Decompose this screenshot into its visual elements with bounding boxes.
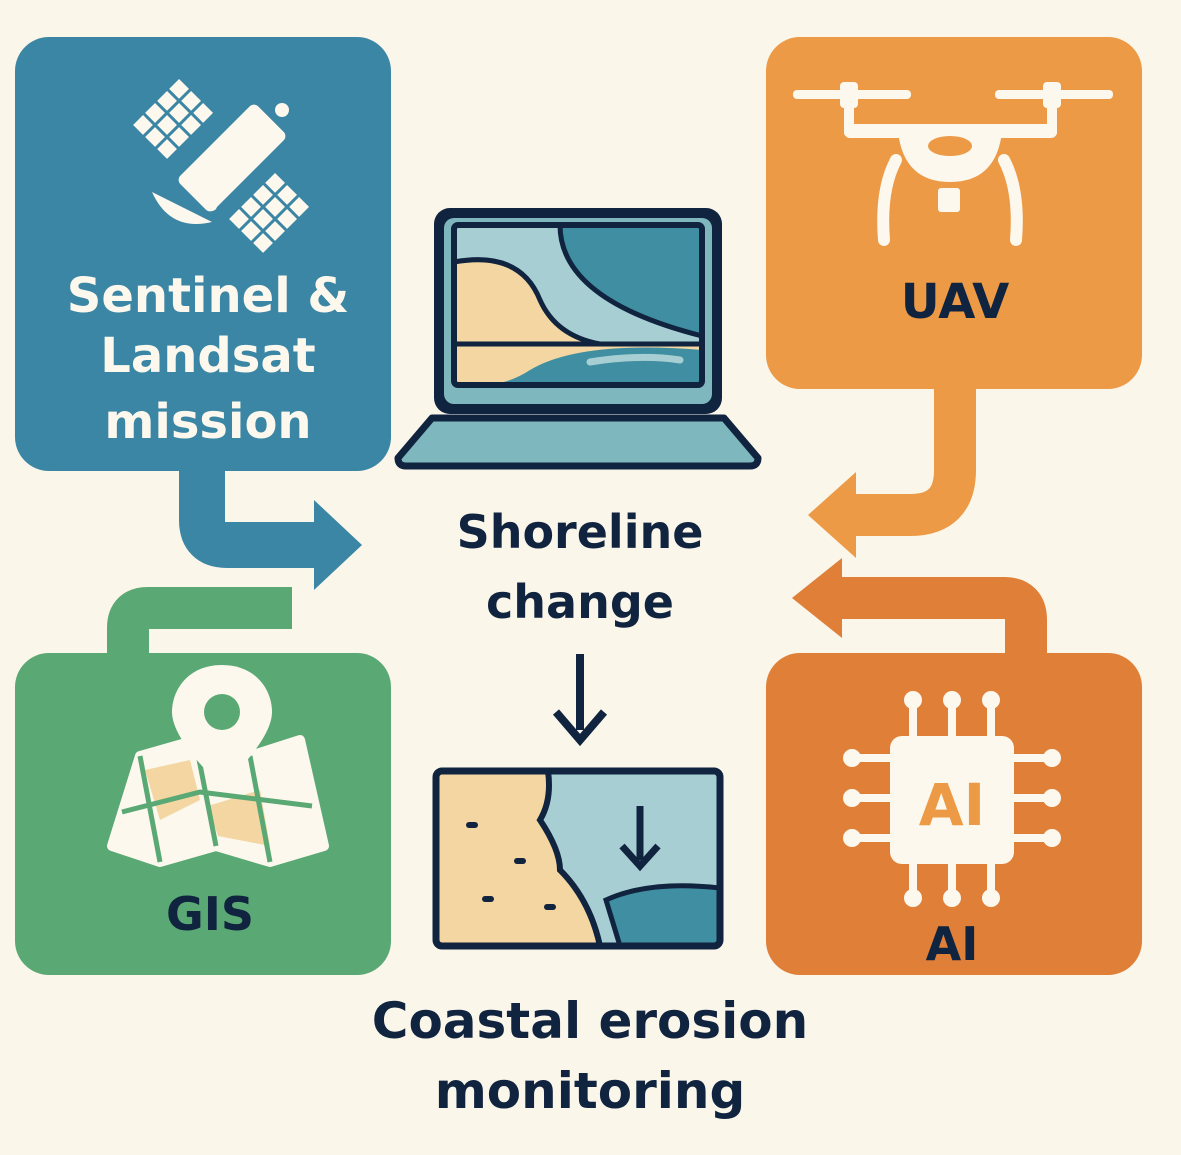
satellite-box xyxy=(15,37,391,471)
laptop-shoreline-icon xyxy=(394,208,762,470)
ai-chip-icon xyxy=(843,691,1061,907)
uav-label: UAV xyxy=(901,274,1010,330)
node-satellite: Sentinel & Landsat mission xyxy=(15,37,391,471)
ai-chip-text: AI xyxy=(919,771,985,839)
node-erosion: Coastal erosion monitoring xyxy=(372,767,809,1120)
shoreline-label-line-1: Shoreline xyxy=(457,505,704,559)
node-gis: GIS xyxy=(15,653,391,975)
drone-icon xyxy=(793,82,1113,246)
arrow-uav-to-shoreline xyxy=(808,380,976,558)
gis-label: GIS xyxy=(166,887,254,941)
satellite-label-line-3: mission xyxy=(104,394,311,450)
satellite-label-line-2: Landsat xyxy=(100,328,315,384)
erosion-label-line-2: monitoring xyxy=(435,1062,746,1120)
shoreline-label-line-2: change xyxy=(486,575,674,629)
arrow-gis-to-shoreline xyxy=(107,587,292,665)
arrow-shoreline-to-erosion xyxy=(552,654,608,747)
node-shoreline: Shoreline change xyxy=(394,208,762,629)
node-uav: UAV xyxy=(766,37,1142,389)
arrow-ai-to-shoreline xyxy=(792,558,1047,660)
node-ai: AI AI xyxy=(766,653,1142,975)
ai-label: AI xyxy=(926,917,979,971)
erosion-label-line-1: Coastal erosion xyxy=(372,992,809,1050)
map-pin-icon xyxy=(107,665,329,867)
drone-camera-icon xyxy=(928,136,972,156)
satellite-label-line-1: Sentinel & xyxy=(67,268,349,324)
uav-box xyxy=(766,37,1142,389)
eroding-coast-icon xyxy=(432,767,724,950)
arrow-satellite-to-shoreline xyxy=(179,455,362,590)
